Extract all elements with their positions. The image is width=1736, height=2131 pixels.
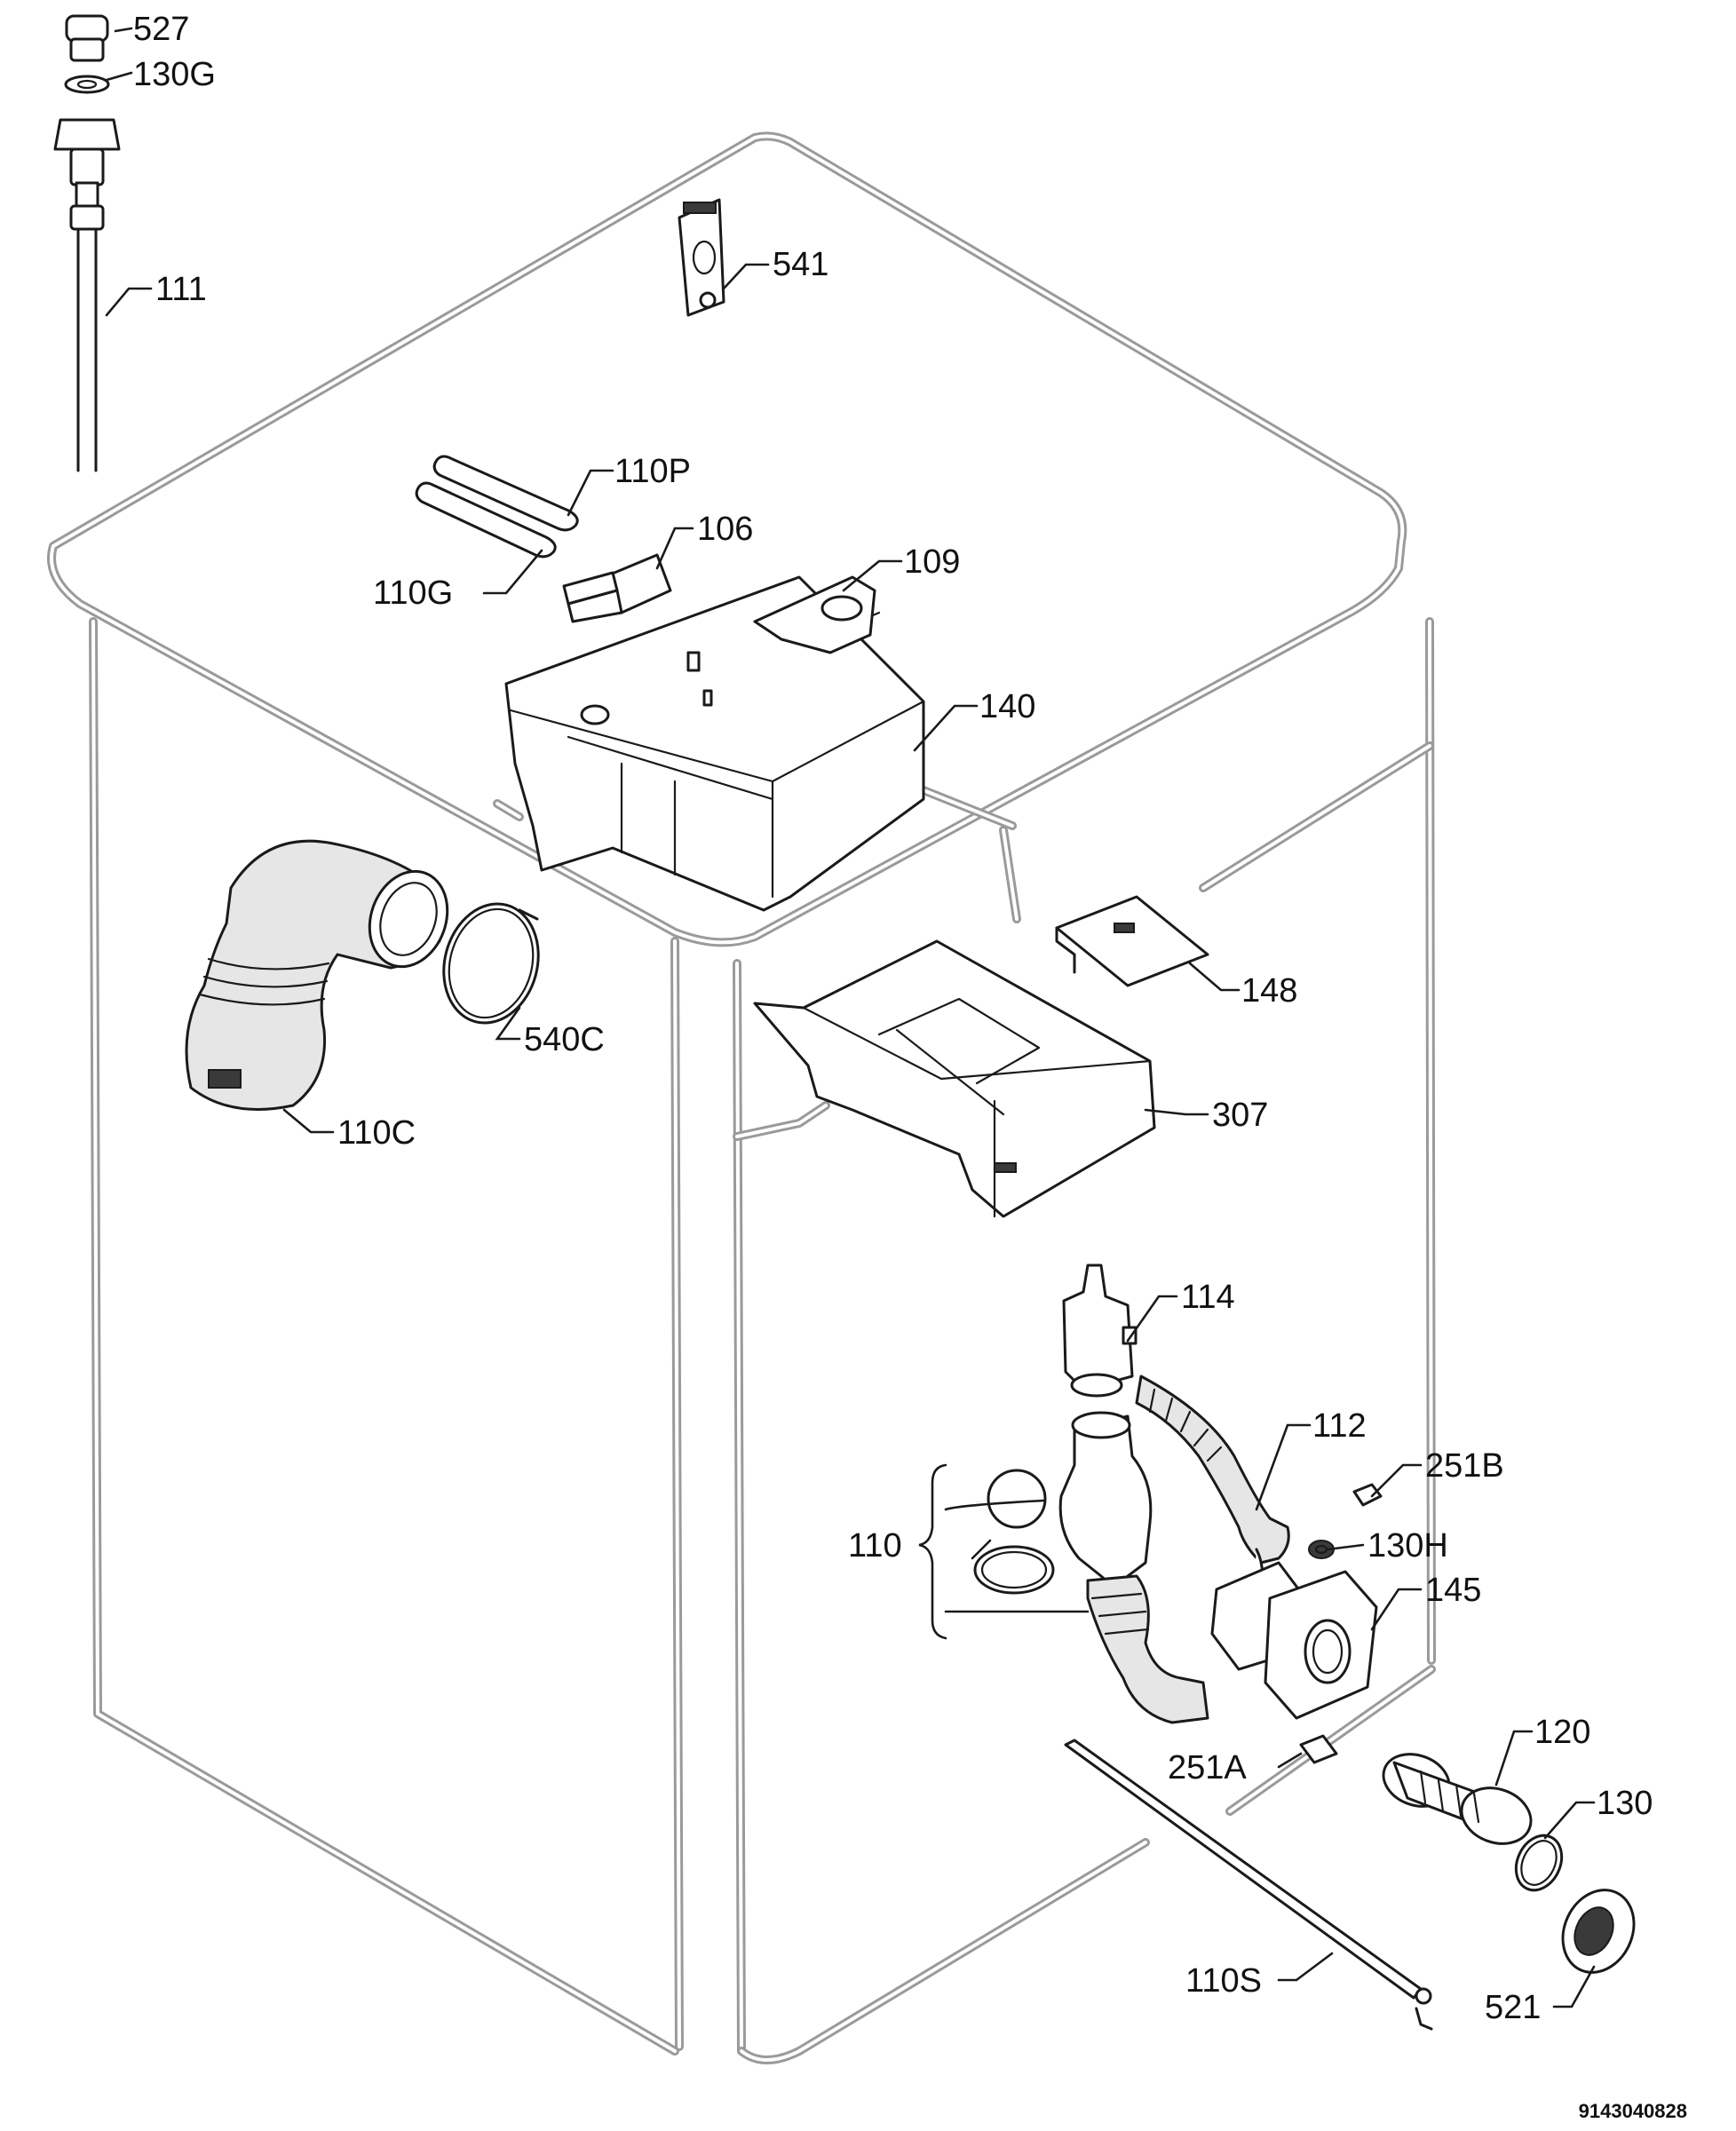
label-110s: 110S — [1185, 1962, 1262, 2000]
label-251a: 251A — [1168, 1749, 1247, 1786]
inlet-hose-assembly — [53, 14, 121, 472]
label-148: 148 — [1241, 972, 1297, 1010]
leader-lines — [105, 27, 1596, 2008]
label-111: 111 — [155, 271, 207, 308]
label-130: 130 — [1597, 1785, 1653, 1822]
sump-assembly-110 — [973, 1411, 1209, 1724]
clamp-ring-540c — [442, 902, 540, 1025]
label-540c: 540C — [524, 1021, 605, 1058]
part-114 — [1062, 1264, 1138, 1398]
label-110: 110 — [848, 1527, 902, 1565]
label-251b: 251B — [1425, 1447, 1504, 1485]
dispenser-housing-140 — [504, 575, 925, 912]
hoses-110p-110g — [415, 455, 579, 558]
label-307: 307 — [1212, 1097, 1268, 1134]
label-541: 541 — [773, 246, 828, 283]
part-106 — [562, 553, 672, 623]
rod-110s — [1064, 1739, 1433, 2031]
brace-110 — [918, 1463, 947, 1640]
part-251b-shape — [1352, 1483, 1383, 1507]
label-140: 140 — [979, 688, 1035, 725]
o-ring-130 — [1514, 1834, 1564, 1892]
dispenser-drawer-307 — [753, 939, 1156, 1218]
part-541-clip — [678, 198, 725, 317]
bellows-hose-110c — [185, 839, 449, 1111]
part-labels: 527 130G 111 541 110P 106 110G 109 140 1… — [133, 11, 1653, 2026]
label-110c: 110C — [337, 1114, 416, 1152]
label-120: 120 — [1534, 1714, 1590, 1751]
label-106: 106 — [697, 511, 753, 548]
cap-521 — [1561, 1889, 1636, 1974]
cabinet-outline — [47, 131, 1436, 2064]
label-110p: 110P — [614, 453, 691, 490]
label-109: 109 — [904, 543, 960, 581]
label-521: 521 — [1485, 1989, 1541, 2026]
label-130h: 130H — [1367, 1527, 1448, 1565]
label-112: 112 — [1312, 1407, 1367, 1445]
label-527: 527 — [133, 11, 189, 48]
part-148 — [1055, 895, 1209, 987]
label-110g: 110G — [373, 574, 453, 612]
label-114: 114 — [1181, 1279, 1235, 1316]
filter-120 — [1382, 1753, 1533, 1845]
label-130g: 130G — [133, 56, 216, 93]
small-parts — [1299, 1483, 1383, 1764]
label-145: 145 — [1425, 1572, 1481, 1609]
document-number: 9143040828 — [1579, 2100, 1687, 2122]
drain-pump-145 — [1210, 1561, 1378, 1720]
